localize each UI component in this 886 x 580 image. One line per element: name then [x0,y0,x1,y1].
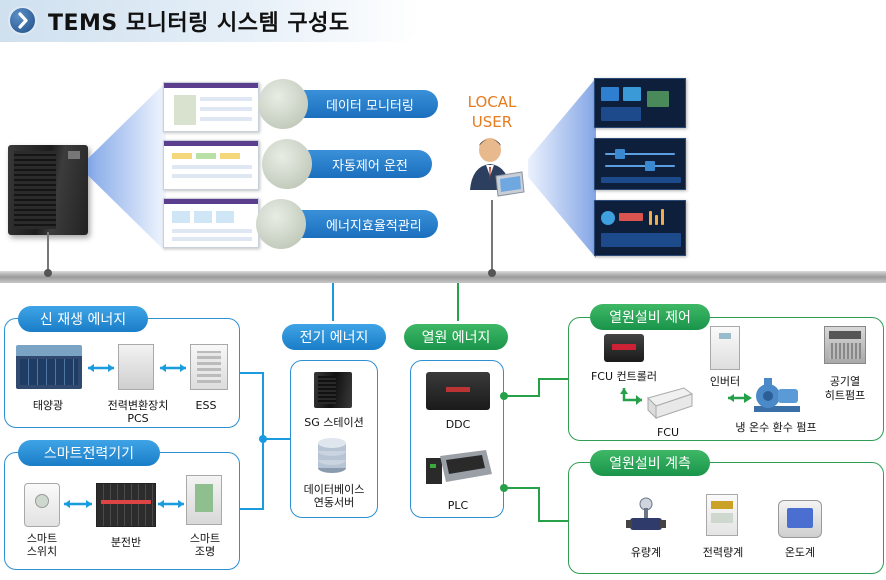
junction-dot [500,392,508,400]
connector [538,520,568,522]
screenshot-auto-control [163,140,259,190]
bidirectional-arrows [88,364,186,372]
right-arrow [728,393,752,403]
chevron-right-icon [8,6,37,35]
connector [538,378,540,397]
screenshot-dashboard-2 [594,138,686,190]
function-disc-icon [258,79,308,129]
thermometer-icon [778,500,822,538]
function-data-monitoring: 데이터 모니터링 [282,90,438,118]
pump-icon [752,376,802,416]
label-inverter: 인버터 [709,375,741,388]
function-disc-icon [262,139,312,189]
pcs-cabinet-icon [118,344,154,390]
solar-panel-icon [16,345,82,389]
function-label: 데이터 모니터링 [326,98,414,114]
group-title-thermal-energy: 열원 에너지 [404,324,508,350]
ess-cabinet-icon [190,344,228,390]
label-sg-station: SG 스테이션 [304,416,364,429]
local-user-label: LOCAL USER [462,92,522,132]
local-user-line: LOCAL [467,93,517,111]
fcu-unit-icon [644,384,694,420]
screenshot-dashboard-3 [594,200,686,256]
smart-switch-icon [24,483,60,527]
connector [538,487,540,522]
label-thermometer: 온도계 [784,546,816,559]
label-pcs-line1: 전력변환장치 [107,399,169,412]
title-banner [0,0,420,42]
power-meter-icon [706,494,738,536]
ddc-controller-icon [426,372,490,410]
function-disc-icon [256,199,306,249]
label-database-line2: 연동서버 [313,496,355,509]
network-bus [0,271,886,283]
connector [240,372,262,374]
label-smart-lighting-line1: 스마트 [189,532,221,545]
group-title-thermal-metering: 열원설비 계측 [590,450,710,476]
bidirectional-arrows [64,500,184,508]
group-title-renewable: 신 재생 에너지 [18,306,148,332]
projection-beam [528,78,596,258]
user-connector [491,200,493,272]
group-title-thermal-control: 열원설비 제어 [590,304,710,330]
label-heat-pump-line2: 히트펌프 [824,389,866,402]
label-smart-switch-line1: 스마트 [26,532,58,545]
connector [504,395,538,397]
connector [240,508,262,510]
smart-lighting-icon [186,475,222,525]
label-fcu: FCU [656,426,680,439]
fcu-controller-icon [604,334,644,362]
flow-meter-icon [626,494,666,538]
sg-station-icon [314,372,352,408]
label-smart-switch-line2: 스위치 [26,545,58,558]
function-label: 자동제어 운전 [332,158,408,174]
junction-dot [259,435,267,443]
local-user-line: USER [471,113,513,131]
server-icon [8,145,88,235]
connector [262,438,290,440]
distribution-panel-icon [96,483,156,527]
inverter-icon [710,326,740,370]
function-energy-management: 에너지효율적관리 [282,210,438,238]
label-smart-lighting-line2: 조명 [194,545,216,558]
label-heat-pump-line1: 공기열 [829,375,861,388]
screenshot-dashboard-1 [594,78,686,128]
label-distribution-panel: 분전반 [110,536,142,549]
group-title-electric-energy: 전기 에너지 [282,324,386,350]
label-ess: ESS [195,399,217,412]
database-icon [316,438,348,476]
function-label: 에너지효율적관리 [326,218,422,234]
projection-beam [88,82,166,252]
label-plc: PLC [447,499,469,512]
bus-node [44,269,52,277]
user-laptop-icon [466,132,528,202]
function-auto-control: 자동제어 운전 [288,150,432,178]
junction-dot [500,484,508,492]
label-pcs-line2: PCS [127,412,149,425]
heat-pump-icon [824,326,866,364]
screenshot-monitoring [163,82,259,132]
connector [504,487,538,489]
bus-node [488,269,496,277]
server-connector [47,232,49,272]
label-database-line1: 데이터베이스 [303,483,365,496]
connector [538,378,568,380]
thermal-drop-line [457,283,459,321]
label-solar: 태양광 [32,399,64,412]
group-title-smart-power: 스마트전력기기 [18,440,160,466]
label-ddc: DDC [445,418,471,431]
label-power-meter: 전력량계 [702,546,744,559]
label-flow-meter: 유량계 [630,546,662,559]
plc-controller-icon [424,448,494,488]
screenshot-energy-management [163,198,259,248]
page-title: TEMS 모니터링 시스템 구성도 [48,11,350,36]
electric-drop-line [332,283,334,321]
label-pump: 냉 온수 환수 펌프 [735,421,817,434]
label-fcu-controller: FCU 컨트롤러 [590,370,658,383]
down-right-arrow [620,388,642,405]
